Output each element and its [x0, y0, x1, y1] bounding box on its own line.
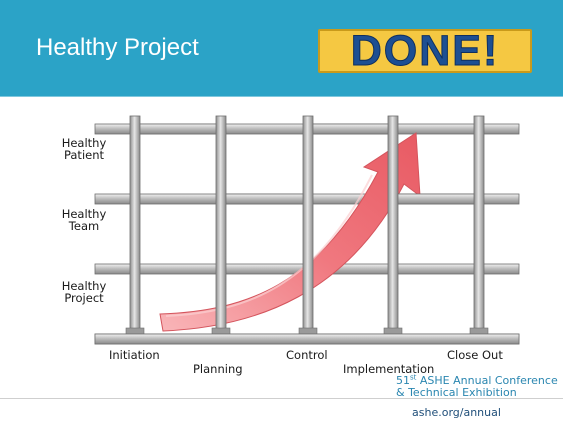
row-label-healthy-patient: Healthy Patient [61, 136, 107, 162]
row-label-healthy-team: Healthy Team [61, 207, 107, 233]
progress-grid-diagram [94, 115, 520, 345]
grid-column-1 [129, 115, 141, 336]
slide-title: Healthy Project [36, 34, 199, 61]
conference-name: 51st ASHE Annual Conference [396, 373, 558, 387]
phase-label-close-out: Close Out [447, 348, 503, 362]
phase-label-implementation: Implementation [343, 362, 435, 376]
done-badge: DONE! [318, 29, 532, 73]
grid-column-2 [215, 115, 227, 336]
conference-subtitle: & Technical Exhibition [396, 386, 517, 399]
header-divider [0, 96, 563, 97]
footer-divider [0, 398, 563, 399]
grid-column-4 [387, 115, 399, 336]
grid-column-3 [302, 115, 314, 336]
grid-column-5 [473, 115, 485, 336]
done-badge-text: DONE! [350, 26, 500, 75]
phase-label-initiation: Initiation [109, 348, 160, 362]
progress-arrow [159, 132, 421, 332]
footer-url: ashe.org/annual [412, 406, 501, 419]
row-label-healthy-project: Healthy Project [61, 279, 107, 305]
slide-header: Healthy Project DONE! [0, 0, 563, 96]
phase-label-control: Control [286, 348, 328, 362]
phase-label-planning: Planning [193, 362, 243, 376]
